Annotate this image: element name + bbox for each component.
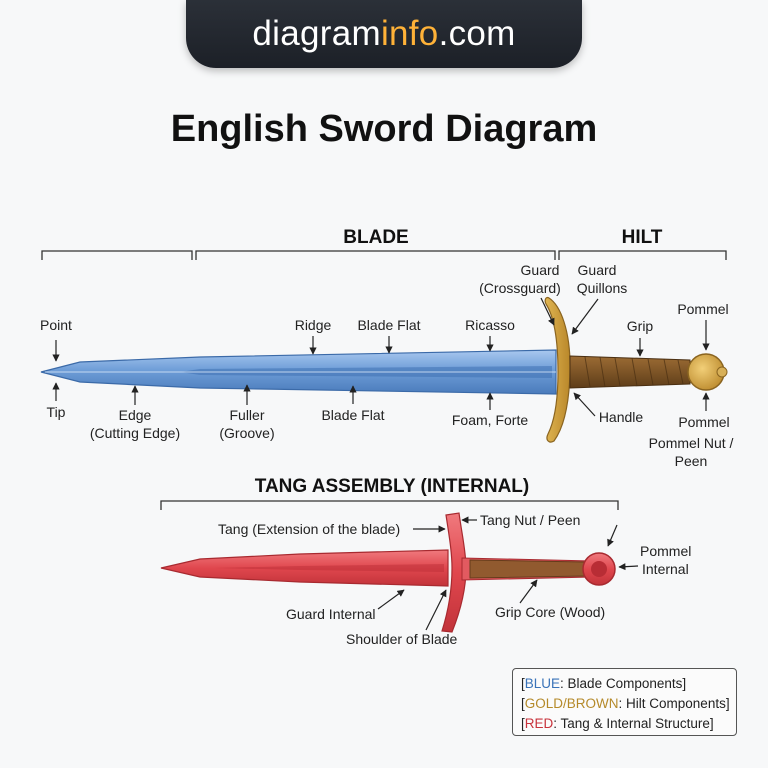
- legend-text-red: : Tang & Internal Structure]: [553, 716, 714, 731]
- label-blade-flat-upper: Blade Flat: [357, 317, 420, 333]
- blade-bracket: [41, 250, 556, 260]
- label-pommel-nut-sub: Peen: [675, 453, 708, 469]
- label-shoulder: Shoulder of Blade: [346, 631, 458, 647]
- section-tang-label: TANG ASSEMBLY (INTERNAL): [255, 476, 529, 497]
- label-point: Point: [40, 317, 72, 333]
- tang-blade: [160, 549, 449, 587]
- legend-key-red: RED: [524, 716, 554, 731]
- label-pommel-internal: Pommel: [640, 543, 691, 559]
- label-pommel-internal-sub: Internal: [642, 561, 689, 577]
- legend-key-blue: BLUE: [524, 676, 561, 691]
- label-grip: Grip: [627, 318, 654, 334]
- label-fuller: Fuller: [229, 407, 264, 423]
- label-fuller-sub: (Groove): [219, 425, 274, 441]
- page-title: English Sword Diagram: [170, 108, 598, 150]
- banner-prefix: diagram: [252, 14, 381, 53]
- banner-suffix: .com: [438, 14, 516, 53]
- grip-core: [469, 559, 586, 579]
- legend-row-tang: [RED: Tang & Internal Structure]: [521, 716, 714, 731]
- label-handle: Handle: [599, 409, 644, 425]
- label-tang: Tang (Extension of the blade): [218, 521, 400, 537]
- section-hilt-label: HILT: [622, 227, 663, 248]
- grip: [569, 355, 691, 389]
- label-guard-quillons-sub: Quillons: [577, 280, 628, 296]
- color-legend: [BLUE: Blade Components] [GOLD/BROWN: Hi…: [512, 668, 737, 736]
- label-foam-forte: Foam, Forte: [452, 412, 528, 428]
- tang-pommel-core: [591, 561, 607, 577]
- legend-row-hilt: [GOLD/BROWN: Hilt Components]: [521, 696, 730, 711]
- label-pommel-nut: Pommel Nut /: [649, 435, 734, 451]
- label-tip: Tip: [47, 404, 66, 420]
- label-ricasso: Ricasso: [465, 317, 515, 333]
- legend-key-gold: GOLD/BROWN: [524, 696, 619, 711]
- label-pommel-bottom: Pommel: [678, 414, 729, 430]
- label-guard: Guard: [521, 262, 560, 278]
- pommel-nut: [716, 366, 728, 378]
- label-edge: Edge: [119, 407, 152, 423]
- main-sword: [40, 296, 728, 443]
- label-edge-sub: (Cutting Edge): [90, 425, 180, 441]
- grip-wrap: [584, 356, 684, 388]
- label-guard-quillons: Guard: [578, 262, 617, 278]
- hilt-bracket: [558, 250, 727, 260]
- legend-text-blue: : Blade Components]: [560, 676, 687, 691]
- label-guard-sub: (Crossguard): [479, 280, 561, 296]
- label-guard-internal: Guard Internal: [286, 606, 376, 622]
- tang-fuller: [215, 564, 444, 572]
- tang-guard: [441, 512, 467, 633]
- label-blade-flat-lower: Blade Flat: [321, 407, 384, 423]
- tang-bracket: [160, 500, 619, 510]
- main-callouts: Point Tip Edge (Cutting Edge) Fuller (Gr…: [40, 262, 733, 469]
- banner-accent: info: [380, 14, 439, 53]
- legend-row-blade: [BLUE: Blade Components]: [521, 676, 687, 691]
- label-ridge: Ridge: [295, 317, 332, 333]
- tang-callouts: Tang (Extension of the blade) Tang Nut /…: [218, 512, 691, 647]
- label-tang-nut: Tang Nut / Peen: [480, 512, 580, 528]
- label-grip-core: Grip Core (Wood): [495, 604, 605, 620]
- label-pommel-top: Pommel: [677, 301, 728, 317]
- tang-sword: [160, 512, 616, 633]
- legend-text-gold: : Hilt Components]: [618, 696, 730, 711]
- section-blade-label: BLADE: [343, 227, 408, 248]
